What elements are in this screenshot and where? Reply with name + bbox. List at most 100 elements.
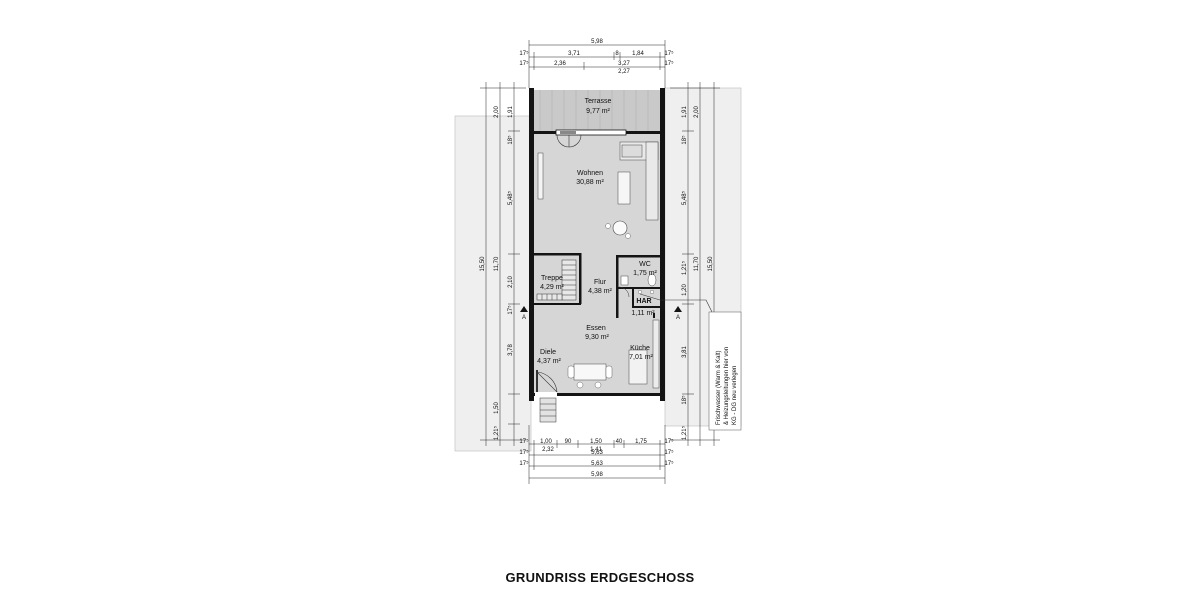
dim-left-9: 1,21⁵ bbox=[493, 425, 500, 440]
dim-bot-3c: 17⁵ bbox=[664, 460, 674, 467]
dim-bot-1a: 17⁵ bbox=[519, 438, 529, 445]
room-label-diele: Diele bbox=[540, 349, 556, 356]
entrance-door-swing bbox=[536, 371, 558, 393]
dim-right-2: 2,00 bbox=[694, 106, 700, 118]
wall-stair-top bbox=[533, 253, 581, 256]
dim-bot-1h: 2,32 bbox=[542, 447, 554, 453]
room-area-treppe: 4,29 m² bbox=[540, 284, 564, 291]
room-area-diele: 4,37 m² bbox=[537, 358, 561, 365]
cabinet-wall-left bbox=[537, 152, 544, 200]
room-label-wohnen: Wohnen bbox=[577, 170, 603, 177]
round-table bbox=[612, 220, 628, 236]
dim-bot-3a: 17⁵ bbox=[519, 460, 529, 467]
dimension-chain-left bbox=[480, 82, 526, 446]
room-area-har: 1,11 m² bbox=[631, 310, 655, 317]
section-marker-left: A bbox=[520, 306, 528, 321]
dimension-chain-bottom bbox=[528, 425, 666, 484]
dimension-chain-top bbox=[528, 40, 666, 88]
dim-bot-1b: 1,00 bbox=[540, 439, 552, 445]
note-leader-line bbox=[639, 293, 713, 313]
room-area-essen: 9,30 m² bbox=[585, 334, 609, 341]
dim-left-3: 18⁵ bbox=[507, 135, 514, 145]
room-area-wc: 1,75 m² bbox=[633, 270, 657, 277]
dim-bot-2a: 17⁵ bbox=[519, 449, 529, 456]
dim-top-1e: 17⁵ bbox=[664, 50, 674, 57]
dim-bot-1g: 17⁵ bbox=[664, 438, 674, 445]
wall-kitchen-left bbox=[653, 313, 655, 318]
dim-top-2b: 2,36 bbox=[554, 61, 566, 67]
staircase bbox=[536, 259, 577, 301]
sliding-door bbox=[560, 131, 576, 134]
room-label-treppe: Treppe bbox=[541, 275, 563, 282]
dim-right-8: 18⁵ bbox=[681, 395, 688, 405]
room-label-terrasse: Terrasse bbox=[585, 98, 612, 105]
dim-right-9: 1,21⁵ bbox=[681, 425, 688, 440]
room-area-kueche: 7,01 m² bbox=[629, 354, 653, 361]
wall-har-bottom bbox=[632, 306, 660, 308]
svg-text:A: A bbox=[522, 315, 526, 321]
wc-toilet bbox=[647, 273, 657, 287]
plan-title: GRUNDRISS ERDGESCHOSS bbox=[505, 570, 695, 585]
left-garden bbox=[454, 115, 532, 452]
dim-bot-1i: 1,41 bbox=[590, 447, 602, 453]
wall-wc-top bbox=[616, 255, 660, 258]
dim-right-outer: 15,50 bbox=[708, 256, 714, 272]
dim-left-outer: 15,50 bbox=[480, 256, 486, 272]
room-area-flur: 4,38 m² bbox=[588, 288, 612, 295]
svg-text:A: A bbox=[676, 315, 680, 321]
entrance-opening bbox=[535, 392, 557, 398]
wall-wc-har bbox=[618, 287, 660, 289]
coffee-table bbox=[617, 171, 631, 205]
wall-wc-left bbox=[616, 256, 619, 318]
dim-bot-2c: 17⁵ bbox=[664, 449, 674, 456]
dim-bot-1c: 90 bbox=[565, 439, 572, 445]
dim-top-2a: 17⁵ bbox=[519, 60, 529, 67]
dim-bot-1e: 40 bbox=[616, 439, 623, 445]
room-label-har: HAR bbox=[636, 298, 651, 305]
dim-right-mid: 11,70 bbox=[694, 256, 700, 271]
entrance-steps bbox=[539, 397, 557, 423]
sofa bbox=[619, 141, 659, 221]
room-label-wc: WC bbox=[639, 261, 651, 268]
dim-top-2d: 17⁵ bbox=[664, 60, 674, 67]
facade-bottom bbox=[533, 393, 661, 396]
dim-top-1a: 17⁵ bbox=[519, 50, 529, 57]
dim-left-6: 17⁵ bbox=[507, 305, 514, 315]
terrace-window bbox=[555, 129, 627, 136]
wall-stair-bottom bbox=[533, 303, 581, 305]
dim-right-4: 5,48⁵ bbox=[681, 190, 688, 205]
party-wall-left bbox=[529, 88, 534, 401]
dim-top-1b: 3,71 bbox=[568, 51, 580, 57]
dim-bot-3b: 5,63 bbox=[591, 461, 603, 467]
room-label-flur: Flur bbox=[594, 279, 607, 286]
note-box bbox=[708, 311, 742, 431]
dim-left-1: 2,00 bbox=[494, 106, 500, 118]
note-line-3: KG - DG neu verlegen bbox=[732, 366, 738, 425]
dim-top-2c: 3,27 bbox=[618, 61, 630, 67]
dim-bot-1d: 1,50 bbox=[590, 439, 602, 445]
wc-sink bbox=[620, 275, 629, 286]
wc-door-swing bbox=[618, 286, 630, 298]
dim-left-mid: 11,70 bbox=[494, 256, 500, 271]
room-label-kueche: Küche bbox=[630, 345, 650, 352]
dim-left-4: 5,48⁵ bbox=[507, 190, 514, 205]
chair bbox=[625, 233, 631, 239]
dim-bot-overall: 5,98 bbox=[591, 472, 603, 478]
section-marker-right: A bbox=[674, 306, 682, 321]
dining-table bbox=[573, 363, 607, 381]
terrace-door-swing-2 bbox=[568, 134, 582, 148]
har-fixture bbox=[638, 290, 643, 295]
dim-right-5: 1,21⁵ bbox=[681, 260, 688, 275]
dim-top-1c: 8 bbox=[615, 51, 619, 57]
dim-top-2e: 2,27 bbox=[618, 69, 630, 75]
wall-stair-right bbox=[579, 253, 582, 304]
note-line-2: & Heizungsleitungen hier von bbox=[724, 347, 730, 425]
dim-top-overall: 5,98 bbox=[591, 39, 603, 45]
dining-chairs bbox=[567, 365, 613, 389]
entrance-door-leaf bbox=[536, 370, 538, 392]
dim-left-8: 1,50 bbox=[494, 402, 500, 414]
dim-top-1d: 1,84 bbox=[632, 51, 644, 57]
terrace-hatch bbox=[539, 90, 649, 132]
room-label-essen: Essen bbox=[586, 325, 606, 332]
